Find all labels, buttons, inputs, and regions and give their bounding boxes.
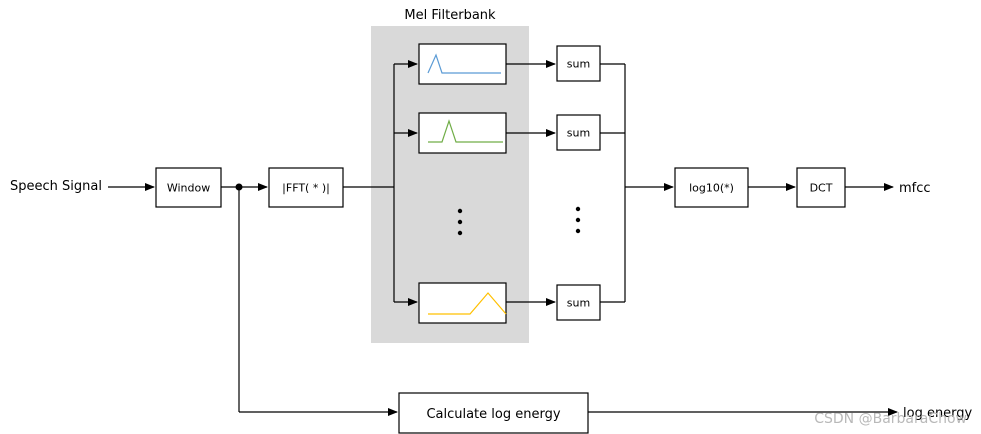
sum-box-1	[556, 45, 601, 82]
window-label: Window	[167, 182, 210, 195]
output-label: mfcc	[899, 181, 931, 196]
sum-ellipsis	[575, 206, 581, 234]
filter-3-shape	[428, 292, 507, 315]
filter-1-box	[418, 43, 507, 85]
window-box	[155, 167, 222, 208]
log10-label: log10(*)	[689, 182, 734, 195]
sum-label-1: sum	[567, 58, 590, 71]
dct-label: DCT	[810, 182, 833, 195]
sum-label-3: sum	[567, 297, 590, 310]
watermark-text: CSDN @BarbaraChow	[814, 411, 967, 427]
input-label: Speech Signal	[10, 179, 102, 194]
log10-box	[674, 167, 749, 208]
filterbank-title: Mel Filterbank	[404, 8, 496, 23]
filter-2-box	[418, 112, 507, 154]
filter-1-shape	[427, 53, 501, 74]
filter-2-shape	[428, 119, 503, 143]
sum-box-2	[556, 114, 601, 151]
log-energy-box	[398, 392, 589, 434]
sum-box-3	[556, 284, 601, 321]
filter-3-box	[418, 282, 507, 324]
fft-label: |FFT( * )|	[282, 182, 330, 195]
dct-box	[796, 167, 846, 208]
filterbank-ellipsis	[457, 208, 463, 236]
log-energy-output-label: log energy	[903, 406, 973, 421]
fft-box	[268, 167, 344, 208]
sum-label-2: sum	[567, 127, 590, 140]
log-energy-box-label: Calculate log energy	[426, 407, 560, 422]
